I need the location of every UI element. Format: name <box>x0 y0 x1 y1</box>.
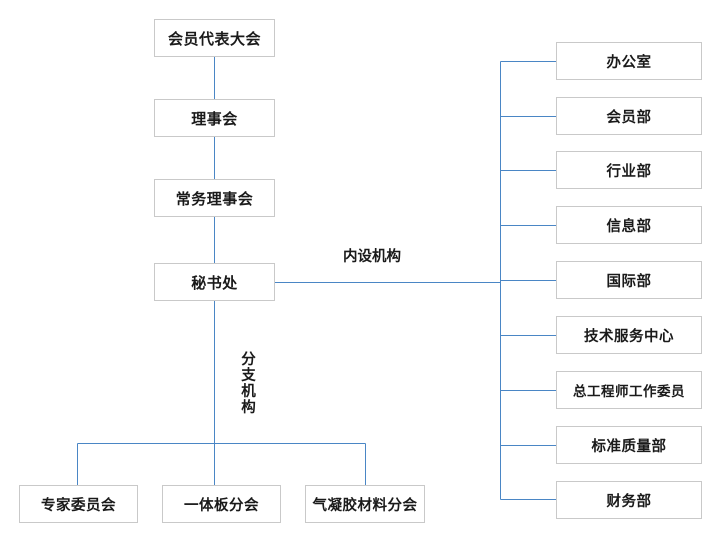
node-department-industry[interactable]: 行业部 <box>556 151 702 189</box>
node-department-membership[interactable]: 会员部 <box>556 97 702 135</box>
node-assembly[interactable]: 会员代表大会 <box>154 19 275 57</box>
node-department-finance[interactable]: 财务部 <box>556 481 702 519</box>
node-secretariat[interactable]: 秘书处 <box>154 263 275 301</box>
node-branch-aerogel-material[interactable]: 气凝胶材料分会 <box>305 485 425 523</box>
node-department-office[interactable]: 办公室 <box>556 42 702 80</box>
node-department-information[interactable]: 信息部 <box>556 206 702 244</box>
node-department-standards-quality[interactable]: 标准质量部 <box>556 426 702 464</box>
node-council[interactable]: 理事会 <box>154 99 275 137</box>
node-department-chief-engineer-committee[interactable]: 总工程师工作委员 <box>556 371 702 409</box>
node-branch-expert-committee[interactable]: 专家委员会 <box>19 485 138 523</box>
label-internal-departments: 内设机构 <box>343 249 401 265</box>
label-branch-organizations: 分支机构 <box>241 352 256 416</box>
node-standing-council[interactable]: 常务理事会 <box>154 179 275 217</box>
node-department-international[interactable]: 国际部 <box>556 261 702 299</box>
node-branch-integrated-panel[interactable]: 一体板分会 <box>162 485 281 523</box>
node-department-technical-service-center[interactable]: 技术服务中心 <box>556 316 702 354</box>
